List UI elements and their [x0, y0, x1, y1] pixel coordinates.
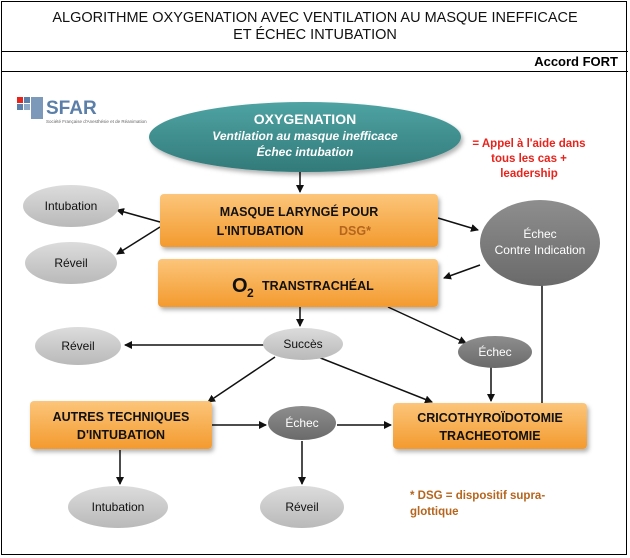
- echec-node-3: Échec: [268, 406, 336, 440]
- appel-line3: leadership: [500, 168, 558, 180]
- reveil-node-2: Réveil: [35, 327, 121, 365]
- logo-square-blue-2: [17, 104, 23, 110]
- reveil-label-3: Réveil: [285, 500, 318, 514]
- autres-line1: AUTRES TECHNIQUES: [53, 410, 190, 424]
- footnote-line1: * DSG = dispositif supra-: [410, 490, 545, 502]
- o2-node: O 2 TRANSTRACHÉAL: [158, 259, 438, 307]
- intubation-label-2: Intubation: [92, 500, 145, 514]
- logo-square-blue: [24, 97, 30, 103]
- succes-label: Succès: [283, 337, 322, 351]
- page-title: ALGORITHME OXYGENATION AVEC VENTILATION …: [2, 2, 628, 52]
- crico-line2: TRACHEOTOMIE: [439, 429, 540, 443]
- echec-ci-line1: Échec: [523, 226, 556, 241]
- intubation-node-2: Intubation: [68, 486, 168, 528]
- logo-square-red: [17, 97, 23, 103]
- intubation-label-1: Intubation: [45, 199, 98, 213]
- echec-label-3: Échec: [285, 415, 318, 430]
- appel-line1: = Appel à l'aide dans: [472, 138, 585, 150]
- arrow-succes-to-autres: [207, 356, 276, 403]
- arrow-o2-to-echec: [387, 306, 467, 344]
- echec-ci-line2: Contre Indication: [495, 243, 586, 257]
- title-line-2: ET ÉCHEC INTUBATION: [233, 27, 397, 43]
- reveil-label-2: Réveil: [61, 339, 94, 353]
- echec-ci-node: Échec Contre Indication: [480, 200, 600, 286]
- echec-label-2: Échec: [478, 344, 511, 359]
- o2-rest: TRANSTRACHÉAL: [262, 278, 374, 293]
- oxygenation-title: OXYGENATION: [254, 111, 356, 127]
- title-line-1: ALGORITHME OXYGENATION AVEC VENTILATION …: [52, 10, 578, 26]
- crico-line1: CRICOTHYROÏDOTOMIE: [417, 410, 563, 425]
- connectors: [116, 172, 546, 485]
- arrow-masque-to-echec-ci: [437, 217, 479, 232]
- oxygenation-line3: Échec intubation: [257, 144, 354, 159]
- masque-line2a: L'INTUBATION: [217, 224, 304, 238]
- autres-line2: D'INTUBATION: [77, 428, 165, 442]
- intubation-node-1: Intubation: [23, 185, 119, 227]
- succes-node: Succès: [263, 328, 343, 360]
- masque-line2b: DSG*: [339, 224, 371, 238]
- oxygenation-node: OXYGENATION Ventilation au masque ineffi…: [149, 102, 461, 172]
- arrow-masque-to-reveil: [116, 226, 161, 255]
- footnote-line2: glottique: [410, 506, 459, 518]
- masque-node: MASQUE LARYNGÉ POUR L'INTUBATION DSG*: [160, 194, 438, 247]
- logo-subtitle: Société Française d'Anesthésie et de Réa…: [46, 119, 147, 124]
- logo-name: SFAR: [46, 98, 97, 119]
- appel-line2: tous les cas +: [491, 153, 567, 165]
- o2-big: O: [232, 275, 248, 297]
- reveil-node-1: Réveil: [25, 242, 117, 284]
- o2-sub: 2: [247, 286, 254, 300]
- masque-line1: MASQUE LARYNGÉ POUR: [220, 204, 379, 219]
- oxygenation-line2: Ventilation au masque inefficace: [212, 129, 398, 143]
- appel-note: = Appel à l'aide dans tous les cas + lea…: [472, 138, 585, 180]
- logo-bar: [31, 97, 43, 119]
- arrow-masque-to-intubation: [116, 208, 161, 223]
- crico-node: CRICOTHYROÏDOTOMIE TRACHEOTOMIE: [393, 403, 587, 449]
- logo-square-light: [24, 104, 30, 110]
- arrow-succes-to-crico: [317, 356, 433, 404]
- autres-node: AUTRES TECHNIQUES D'INTUBATION: [30, 401, 212, 449]
- arrow-echec-ci-to-o2: [443, 264, 481, 280]
- reveil-node-3: Réveil: [260, 486, 344, 528]
- footnote: * DSG = dispositif supra- glottique: [410, 490, 545, 518]
- reveil-label-1: Réveil: [54, 256, 87, 270]
- accord-label: Accord FORT: [2, 52, 628, 72]
- sfar-logo: SFAR Société Française d'Anesthésie et d…: [17, 97, 147, 124]
- echec-node-2: Échec: [458, 336, 532, 368]
